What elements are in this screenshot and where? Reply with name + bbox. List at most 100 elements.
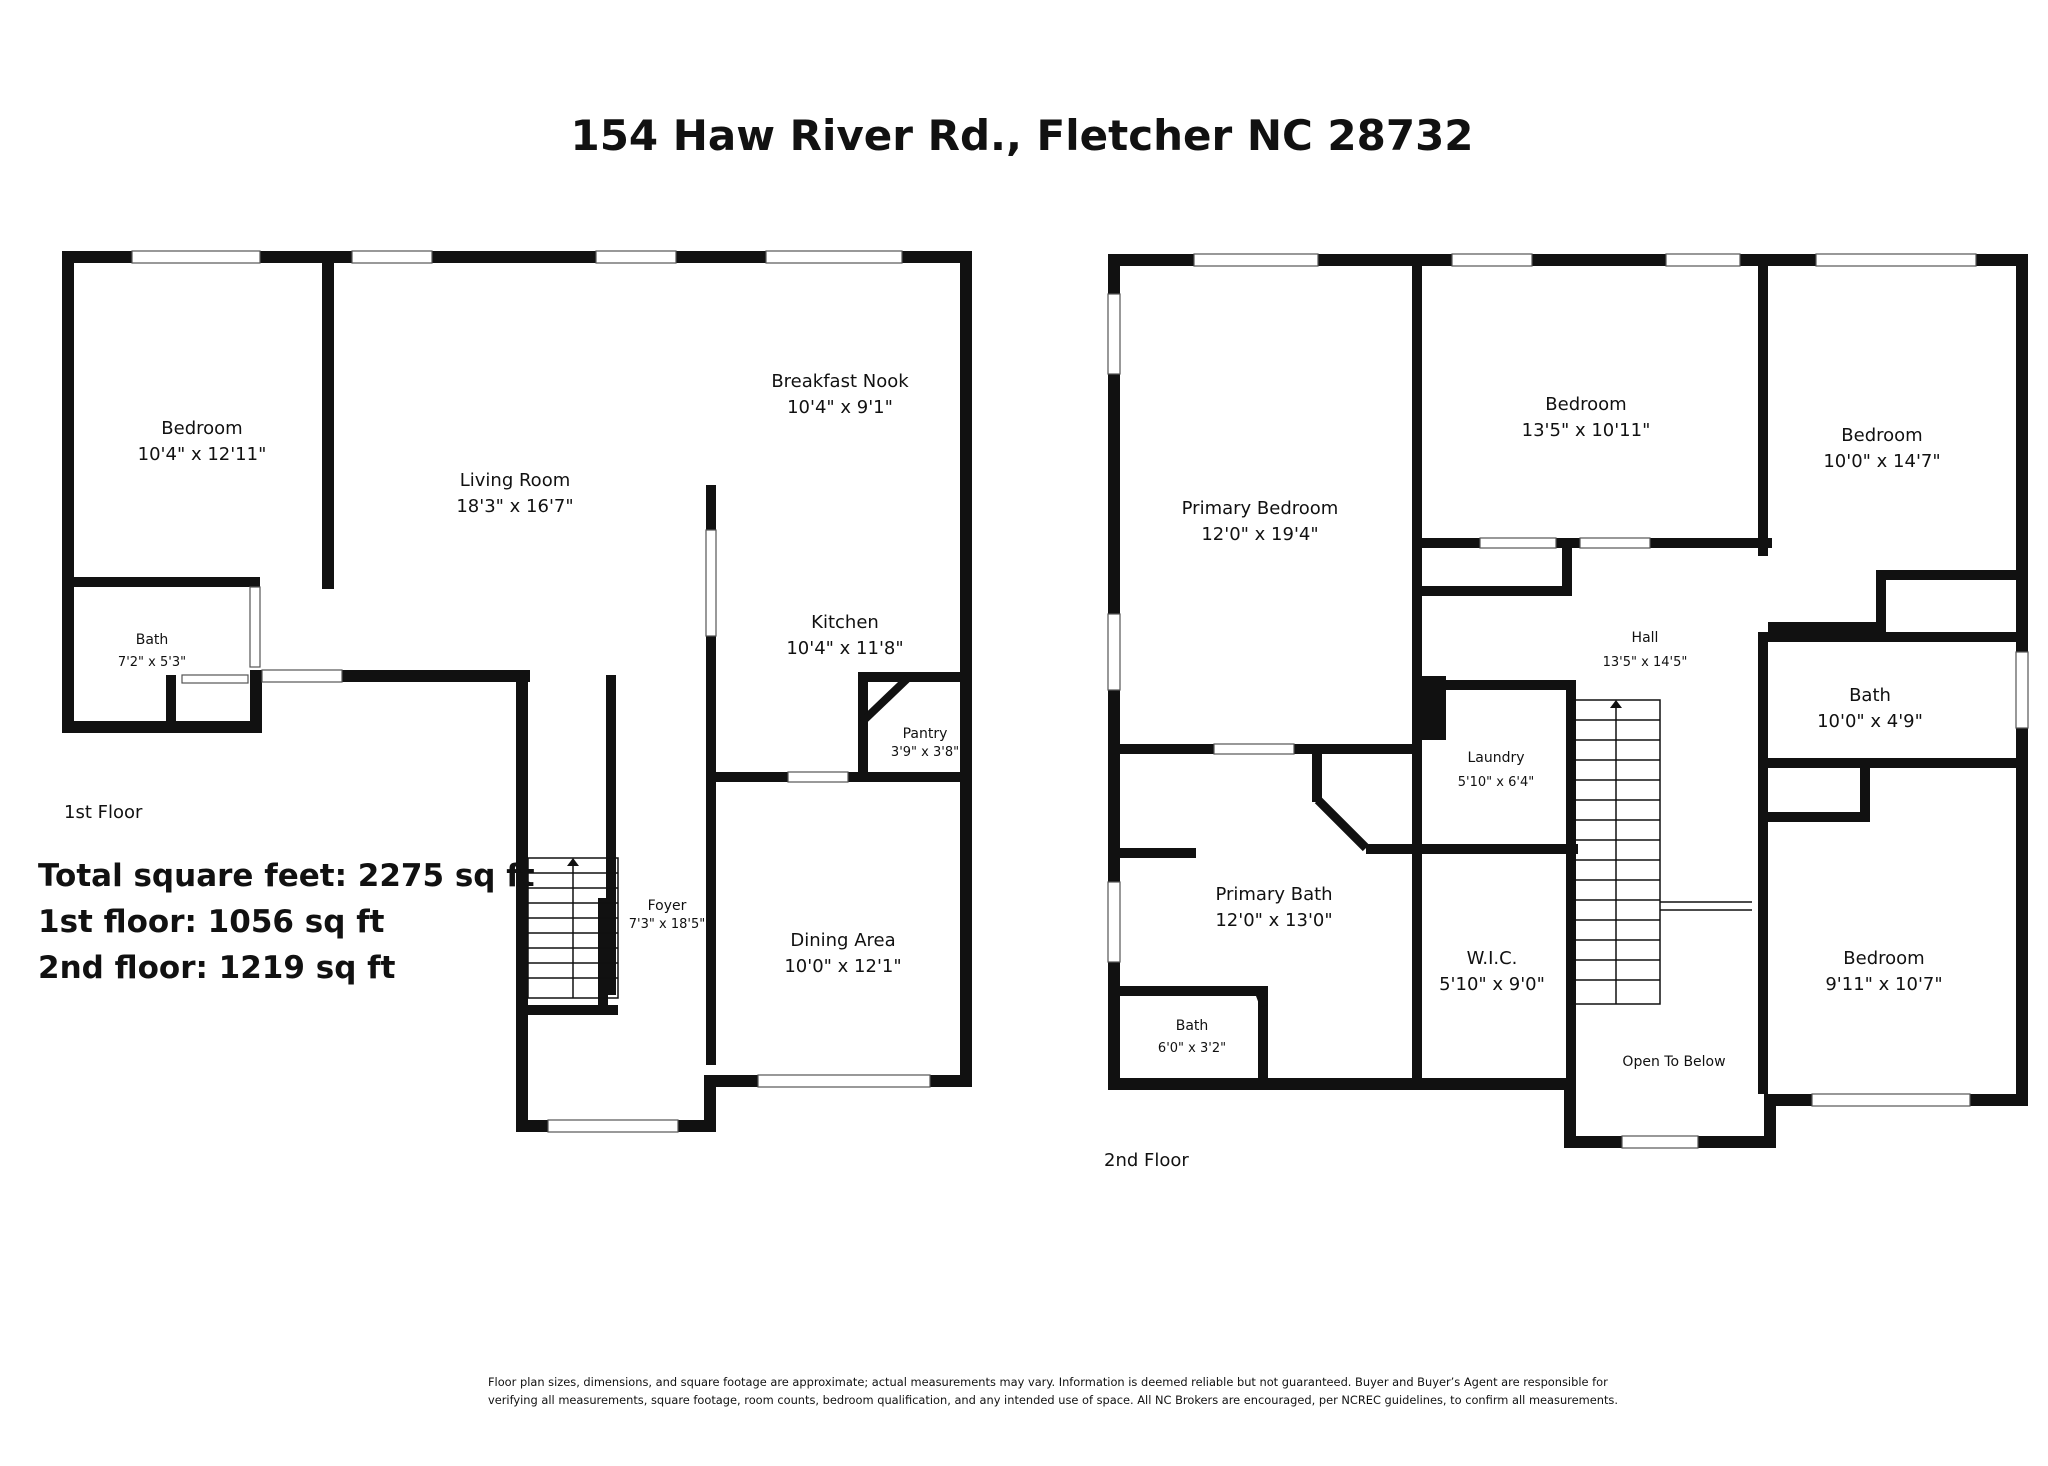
window xyxy=(1665,253,1741,267)
window xyxy=(261,669,343,683)
room-name: Living Room xyxy=(460,470,571,491)
window xyxy=(787,771,849,783)
room-dimensions: 13'5" x 14'5" xyxy=(1603,655,1688,670)
room-name: Bath xyxy=(1849,685,1891,706)
wall xyxy=(1876,570,1886,632)
room-name: Primary Bath xyxy=(1215,884,1332,905)
room-dimensions: 7'3" x 18'5" xyxy=(629,917,705,932)
room-name: Dining Area xyxy=(790,930,895,951)
second-floor-square-feet: 2nd floor: 1219 sq ft xyxy=(38,950,396,986)
room-name: Bedroom xyxy=(161,418,242,439)
wall xyxy=(1120,986,1268,996)
window xyxy=(249,586,261,668)
window xyxy=(351,250,433,264)
wall xyxy=(706,485,716,1065)
total-square-feet: Total square feet: 2275 sq ft xyxy=(38,858,535,894)
window xyxy=(1213,743,1295,755)
wall xyxy=(1758,812,1870,822)
window xyxy=(1621,1135,1699,1149)
wall xyxy=(1254,988,1268,1008)
window xyxy=(181,674,249,684)
room-name: Kitchen xyxy=(811,612,879,633)
window xyxy=(1815,253,1977,267)
window xyxy=(1107,293,1121,375)
wall xyxy=(1566,680,1576,1078)
room-name: Bedroom xyxy=(1843,948,1924,969)
room-name: Primary Bedroom xyxy=(1182,498,1339,519)
room-dimensions: 5'10" x 9'0" xyxy=(1439,974,1545,995)
staircase xyxy=(1571,699,1752,1005)
window xyxy=(765,250,903,264)
window xyxy=(1193,253,1319,267)
wall xyxy=(1562,538,1572,596)
first-floor-plan: Bedroom 10'4" x 12'11" Living Room 18'3"… xyxy=(62,250,972,1133)
window xyxy=(1451,253,1533,267)
wall xyxy=(1366,844,1578,854)
room-name: Open To Below xyxy=(1622,1054,1725,1070)
wall xyxy=(1120,848,1196,858)
room-name: Foyer xyxy=(648,898,687,914)
wall xyxy=(598,898,608,1015)
arrow-up-icon xyxy=(1610,700,1622,708)
window xyxy=(757,1074,931,1088)
disclaimer: Floor plan sizes, dimensions, and square… xyxy=(488,1375,1618,1407)
room-name: Bath xyxy=(1176,1018,1209,1034)
wall xyxy=(1860,758,1870,822)
floor-label: 1st Floor xyxy=(64,802,143,823)
wall xyxy=(1416,676,1446,740)
room-dimensions: 10'0" x 14'7" xyxy=(1823,451,1940,472)
room-name: Breakfast Nook xyxy=(771,371,909,392)
wall xyxy=(704,1075,716,1132)
window xyxy=(131,250,261,264)
room-dimensions: 13'5" x 10'11" xyxy=(1522,420,1651,441)
window xyxy=(1579,537,1651,549)
room-name: Bedroom xyxy=(1841,425,1922,446)
wall xyxy=(1422,586,1572,596)
room-dimensions: 12'0" x 13'0" xyxy=(1215,910,1332,931)
wall xyxy=(62,721,262,733)
wall xyxy=(1758,632,2028,642)
window xyxy=(1479,537,1557,549)
wall xyxy=(516,670,528,1132)
wall xyxy=(1422,680,1574,690)
wall xyxy=(1764,1094,1776,1148)
arrow-up-icon xyxy=(567,858,579,866)
room-name: Hall xyxy=(1632,630,1659,646)
wall xyxy=(859,675,911,725)
room-name: Bath xyxy=(136,632,169,648)
floor-label: 2nd Floor xyxy=(1104,1150,1189,1171)
window xyxy=(2015,651,2029,729)
disclaimer-line: verifying all measurements, square foota… xyxy=(488,1393,1618,1407)
wall xyxy=(1108,1078,1576,1090)
wall xyxy=(322,263,334,589)
room-dimensions: 10'4" x 12'11" xyxy=(138,444,267,465)
wall xyxy=(74,577,260,587)
room-dimensions: 10'0" x 12'1" xyxy=(784,956,901,977)
wall xyxy=(166,675,176,721)
square-footage-summary: Total square feet: 2275 sq ft 1st floor:… xyxy=(38,858,535,986)
staircase xyxy=(527,857,619,999)
wall xyxy=(960,251,972,1087)
room-dimensions: 12'0" x 19'4" xyxy=(1201,524,1318,545)
wall xyxy=(1312,754,1322,802)
wall xyxy=(1758,632,1768,1094)
room-dimensions: 7'2" x 5'3" xyxy=(118,655,186,670)
room-dimensions: 10'0" x 4'9" xyxy=(1817,711,1923,732)
window xyxy=(1107,881,1121,963)
first-floor-square-feet: 1st floor: 1056 sq ft xyxy=(38,904,385,940)
room-dimensions: 18'3" x 16'7" xyxy=(456,496,573,517)
wall xyxy=(858,672,960,682)
wall xyxy=(62,251,972,263)
wall xyxy=(250,670,262,733)
room-dimensions: 10'4" x 9'1" xyxy=(787,397,893,418)
room-dimensions: 3'9" x 3'8" xyxy=(891,745,959,760)
window xyxy=(595,250,677,264)
page-title: 154 Haw River Rd., Fletcher NC 28732 xyxy=(570,111,1473,160)
wall xyxy=(1768,622,1876,632)
wall xyxy=(1758,266,1768,556)
window xyxy=(547,1119,679,1133)
disclaimer-line: Floor plan sizes, dimensions, and square… xyxy=(488,1375,1608,1389)
wall xyxy=(62,251,74,733)
room-dimensions: 10'4" x 11'8" xyxy=(786,638,903,659)
